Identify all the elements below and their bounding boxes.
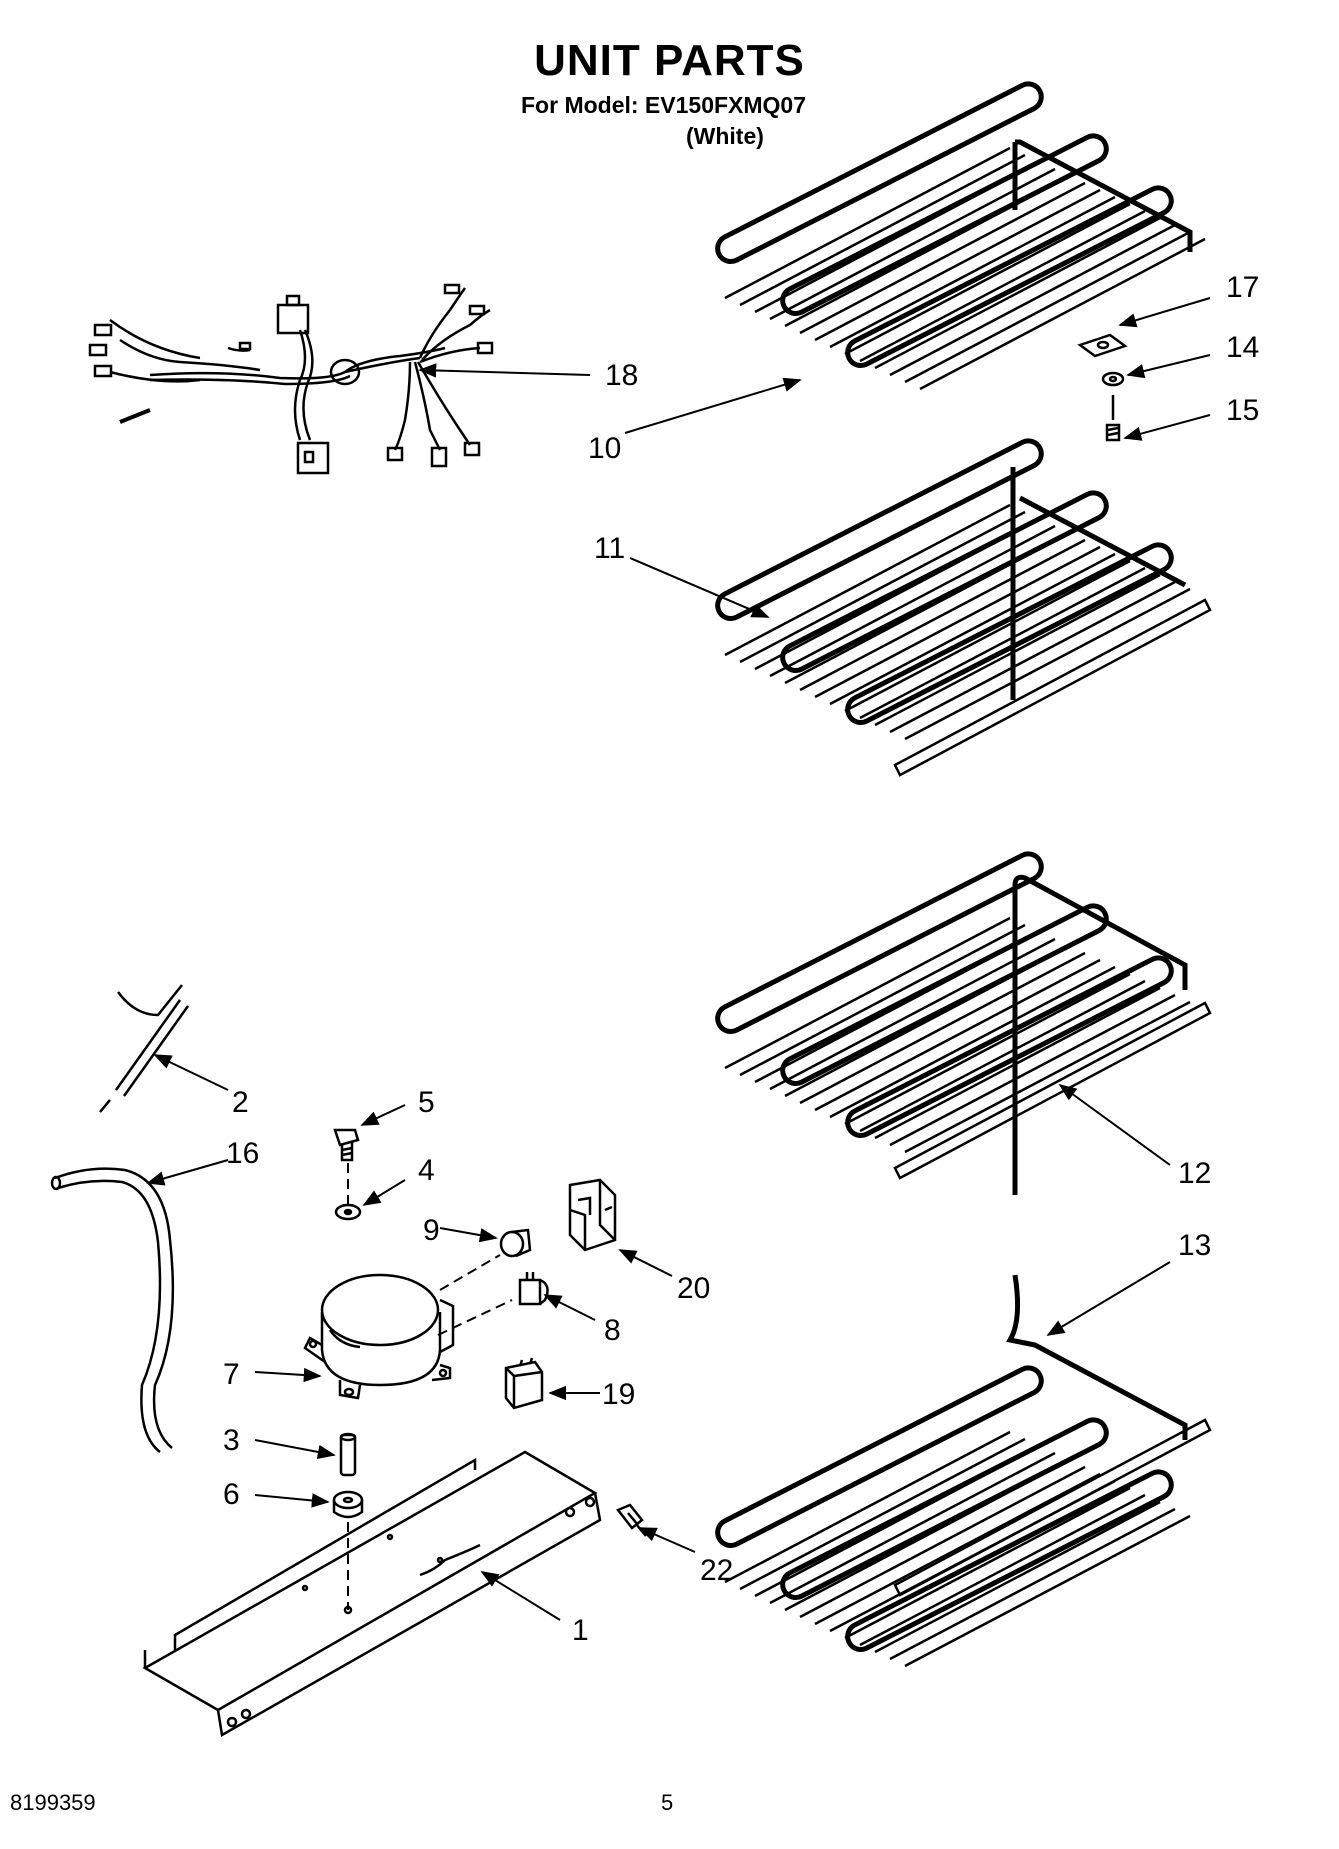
screw-5 bbox=[333, 1128, 360, 1162]
callout-10: 10 bbox=[588, 432, 621, 465]
assembly-line-9 bbox=[439, 1254, 501, 1291]
callout-22: 22 bbox=[700, 1554, 733, 1587]
compressor-7 bbox=[303, 1273, 455, 1400]
capacitor-19 bbox=[504, 1357, 544, 1410]
page-number: 5 bbox=[661, 1790, 674, 1815]
callout-11: 11 bbox=[594, 532, 625, 565]
color-note: (White) bbox=[686, 123, 764, 149]
callout-14: 14 bbox=[1226, 331, 1259, 364]
callout-3: 3 bbox=[223, 1424, 240, 1457]
hose-16 bbox=[50, 1167, 175, 1453]
condenser-coil-13 bbox=[715, 1274, 1212, 1668]
callout-9: 9 bbox=[423, 1214, 440, 1247]
callout-15: 15 bbox=[1226, 394, 1259, 427]
wire-harness-18 bbox=[88, 283, 494, 475]
overload-9 bbox=[499, 1228, 532, 1258]
callout-13: 13 bbox=[1178, 1229, 1211, 1262]
callout-20: 20 bbox=[677, 1272, 710, 1305]
page-title: UNIT PARTS bbox=[534, 36, 805, 85]
callout-18: 18 bbox=[605, 359, 638, 392]
washer-14 bbox=[1101, 371, 1125, 387]
condenser-coil-11 bbox=[715, 438, 1212, 777]
callout-4: 4 bbox=[418, 1154, 435, 1187]
grommet-6 bbox=[332, 1490, 364, 1519]
bracket-17 bbox=[1077, 333, 1128, 358]
callout-8: 8 bbox=[604, 1314, 621, 1347]
base-plate-1 bbox=[142, 1450, 602, 1737]
screw-15 bbox=[1105, 395, 1121, 442]
callout-5: 5 bbox=[418, 1086, 435, 1119]
callout-2: 2 bbox=[232, 1086, 249, 1119]
relay-8 bbox=[518, 1272, 549, 1306]
model-line: For Model: EV150FXMQ07 bbox=[521, 92, 807, 118]
callout-1: 1 bbox=[572, 1614, 589, 1647]
leader-arrows bbox=[146, 297, 1211, 1621]
callout-16: 16 bbox=[226, 1137, 259, 1170]
assembly-line-8 bbox=[437, 1299, 513, 1336]
cover-20 bbox=[568, 1178, 617, 1252]
callout-12: 12 bbox=[1178, 1157, 1211, 1190]
callout-17: 17 bbox=[1226, 271, 1259, 304]
callout-7: 7 bbox=[223, 1358, 240, 1391]
sensor-2 bbox=[99, 984, 190, 1113]
condenser-coil-12 bbox=[715, 851, 1212, 1195]
washer-4 bbox=[334, 1203, 362, 1221]
screw-22 bbox=[616, 1503, 647, 1537]
document-number: 8199359 bbox=[10, 1790, 96, 1815]
callout-19: 19 bbox=[602, 1378, 635, 1411]
condenser-coil-10 bbox=[715, 81, 1206, 391]
spacer-3 bbox=[339, 1432, 357, 1477]
callout-6: 6 bbox=[223, 1478, 240, 1511]
